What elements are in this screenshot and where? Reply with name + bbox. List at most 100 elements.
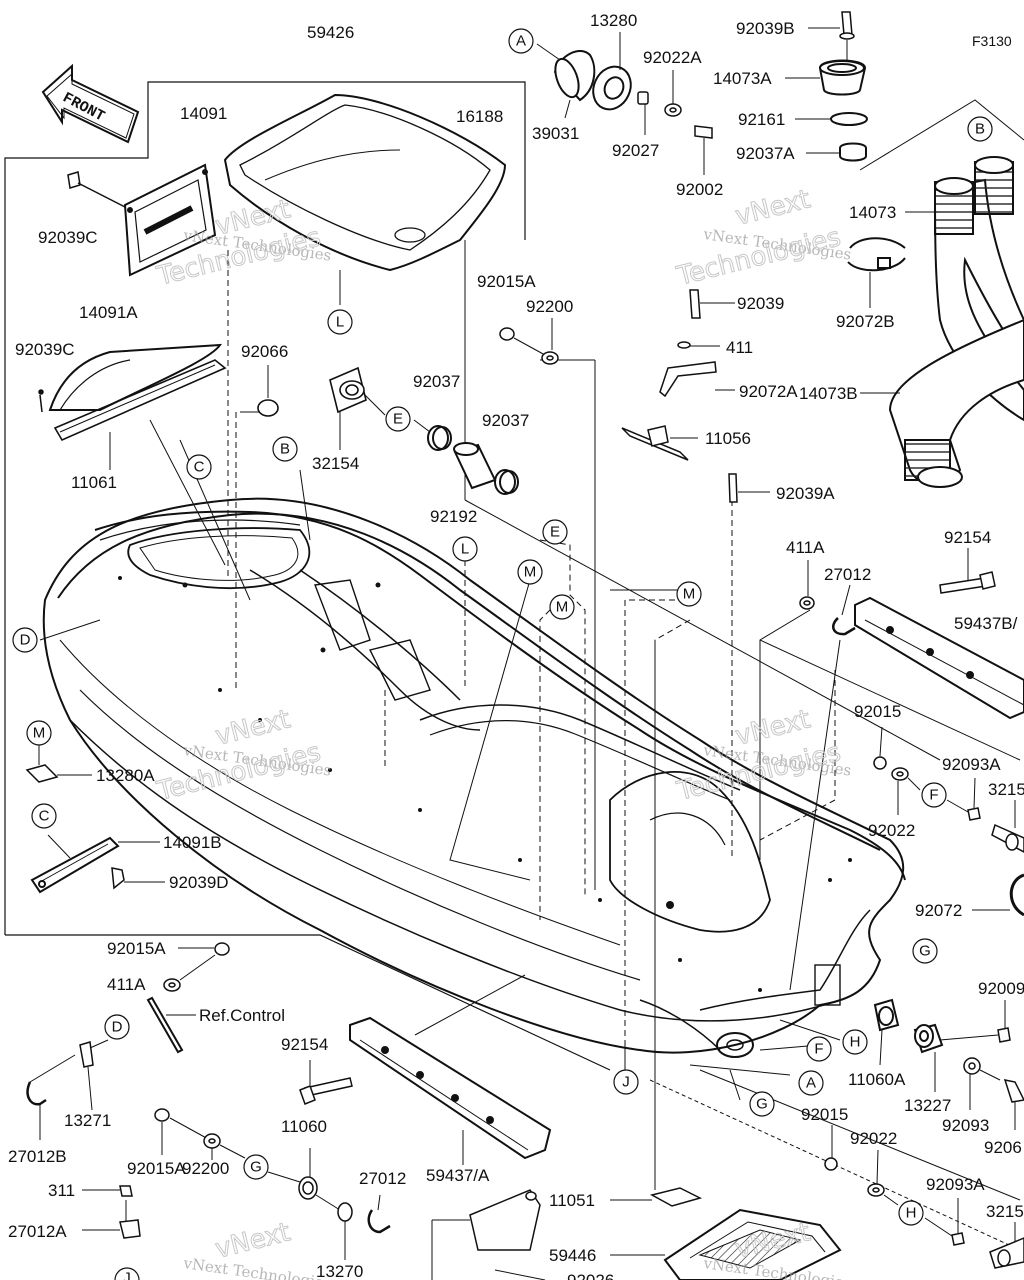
part-label: 92039A: [776, 484, 835, 503]
part-label: 92015A: [107, 939, 166, 958]
svg-text:B: B: [975, 121, 985, 138]
part-27012A-clip: [82, 1200, 141, 1239]
part-92039A-bolt: [728, 473, 770, 503]
part-label: 27012A: [8, 1222, 67, 1241]
part-label: 92154: [944, 528, 991, 547]
watermark-text: vNext Technologies: [181, 1254, 332, 1280]
part-label: 92027: [612, 141, 659, 160]
watermark-text: vNext: [212, 1217, 293, 1264]
part-label: 92022: [868, 821, 915, 840]
part-92002-bolt: [694, 125, 713, 175]
part-92015A-nut-left: [178, 942, 230, 981]
callout-C: C: [186, 454, 212, 480]
part-92093A-seal-bottom: [924, 1198, 965, 1246]
part-label: 32154: [312, 454, 359, 473]
part-label: 39031: [532, 124, 579, 143]
part-label: 16188: [456, 107, 503, 126]
callout-G: G: [749, 1091, 775, 1117]
part-14073A-fitting: [785, 59, 867, 96]
group-boundary-lines: [4, 81, 611, 1071]
part-label: 59446: [549, 1246, 596, 1265]
part-label: 92039D: [169, 873, 229, 892]
svg-text:G: G: [919, 943, 931, 960]
svg-text:E: E: [393, 411, 403, 428]
part-92072A-bracket: [659, 361, 735, 398]
svg-text:M: M: [556, 599, 569, 616]
callout-D: D: [12, 627, 38, 653]
part-label: 92093A: [942, 755, 1001, 774]
watermark-text: vNext: [732, 184, 813, 231]
ref-control-label: Ref.Control: [199, 1006, 285, 1025]
svg-text:D: D: [112, 1019, 123, 1036]
part-label: 411: [726, 338, 753, 357]
svg-text:G: G: [250, 1159, 262, 1176]
part-13271-clip: [79, 1039, 109, 1111]
part-label: 14091: [180, 104, 227, 123]
part-label: 92039: [737, 294, 784, 313]
part-label: 11051: [549, 1191, 595, 1210]
part-label: 92015: [801, 1105, 848, 1124]
callout-G: G: [243, 1154, 269, 1180]
part-label: 14073: [849, 203, 896, 222]
callout-H: H: [898, 1200, 924, 1226]
part-92015-nut-bottom: [824, 1125, 838, 1171]
part-label: 14091A: [79, 303, 138, 322]
callout-M: M: [676, 581, 702, 607]
svg-text:C: C: [39, 808, 50, 825]
part-92066-plug: [257, 365, 279, 417]
part-92039D-screw: [111, 867, 165, 890]
part-label: 92200: [526, 297, 573, 316]
callout-H: H: [842, 1029, 868, 1055]
svg-text:D: D: [20, 632, 31, 649]
part-92022-washer-right: [891, 767, 921, 815]
svg-text:L: L: [461, 541, 469, 558]
part-label: 92072A: [739, 382, 798, 401]
part-control-rod: [146, 996, 196, 1054]
part-label: 3215: [986, 1202, 1024, 1221]
part-label: 11061: [71, 473, 117, 492]
callout-F: F: [921, 782, 947, 808]
part-92200-washer-mid: [541, 318, 559, 365]
callout-G: G: [912, 938, 938, 964]
part-311-nut: [82, 1185, 133, 1197]
callout-B: B: [967, 116, 993, 142]
part-11051-bracket: [610, 1187, 703, 1207]
svg-text:M: M: [33, 725, 46, 742]
part-label: 11060A: [848, 1070, 906, 1089]
part-92039C-bolt-top: [67, 171, 126, 208]
part-3215-fitting-right: [991, 800, 1024, 853]
part-label: 27012: [824, 565, 871, 584]
part-14073B-hose: [860, 318, 1024, 488]
part-92093A-seal-right: [946, 777, 981, 821]
part-label: 14073A: [713, 69, 772, 88]
part-92072-band: [972, 873, 1024, 917]
part-label: 411A: [107, 975, 146, 994]
callout-M: M: [549, 594, 575, 620]
part-14091B: [30, 834, 160, 894]
part-label: 92015A: [477, 272, 536, 291]
part-14073-hose: [905, 156, 1024, 422]
part-label: 59426: [307, 23, 354, 42]
callout-E: E: [385, 406, 411, 432]
part-label: 92154: [281, 1035, 328, 1054]
part-92037-clamp-b: [494, 469, 519, 495]
part-label: 11060: [281, 1117, 327, 1136]
part-92161-oring: [795, 112, 868, 126]
hull-body: [42, 497, 906, 1058]
part-label: 92022A: [643, 48, 702, 67]
watermark-text: vNext: [732, 704, 813, 751]
part-label: 11056: [705, 429, 751, 448]
part-label: 14073B: [799, 384, 858, 403]
part-11056-bracket: [621, 425, 698, 461]
part-14091-cover: [123, 163, 217, 277]
callout-J: J: [114, 1267, 140, 1280]
part-label: 59437/A: [426, 1166, 490, 1185]
part-92039B-bolt: [808, 11, 855, 60]
part-label: 92039C: [38, 228, 98, 247]
part-92039C-screw-mid: [38, 389, 44, 413]
part-92039-bolt: [689, 289, 735, 319]
callout-L: L: [452, 536, 478, 562]
part-92037A-clamp: [806, 142, 867, 162]
part-11060-gasket: [267, 1148, 341, 1211]
part-92072B-band: [847, 237, 906, 308]
